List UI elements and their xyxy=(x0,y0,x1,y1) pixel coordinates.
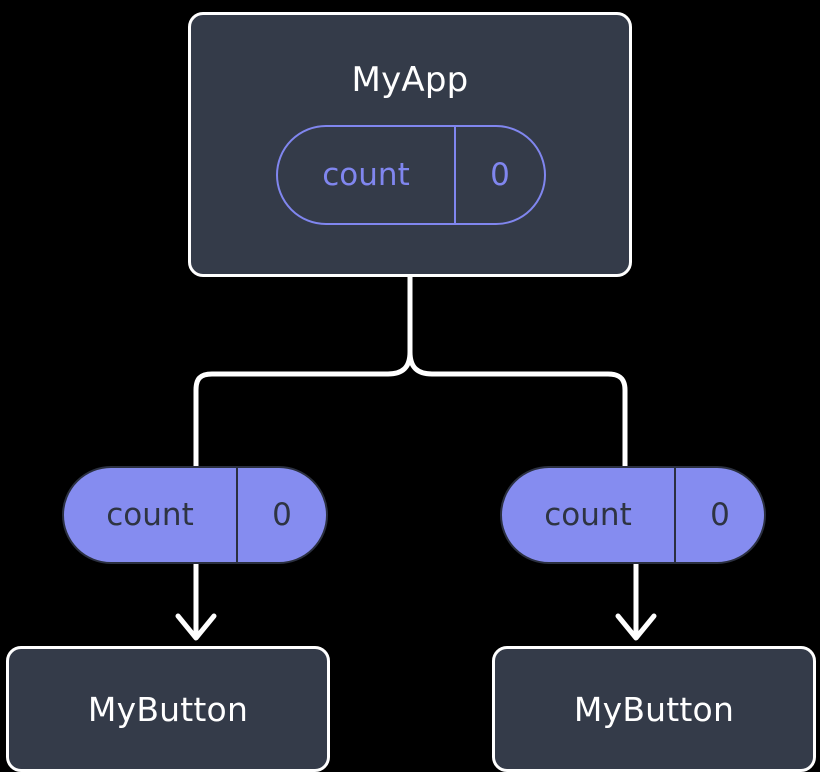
node-myapp-title: MyApp xyxy=(351,60,469,100)
state-pill-myapp-value: 0 xyxy=(454,127,544,223)
prop-pill-left-value: 0 xyxy=(236,468,326,562)
node-mybutton-left-title: MyButton xyxy=(87,689,249,729)
prop-pill-left-count[interactable]: count 0 xyxy=(62,466,328,564)
prop-pill-right-count[interactable]: count 0 xyxy=(500,466,766,564)
node-mybutton-right[interactable]: MyButton xyxy=(492,646,816,772)
arrow-left-pill-to-button xyxy=(175,564,217,641)
state-pill-myapp-count[interactable]: count 0 xyxy=(276,125,546,225)
tree-connector-root-to-branches xyxy=(193,274,628,469)
node-mybutton-right-title: MyButton xyxy=(573,689,735,729)
prop-pill-right-key: count xyxy=(544,496,632,533)
arrow-right-pill-to-button xyxy=(615,564,657,641)
prop-pill-left-key: count xyxy=(106,496,194,533)
state-pill-myapp-key: count xyxy=(322,156,410,193)
node-myapp[interactable]: MyApp xyxy=(188,12,632,277)
node-mybutton-left[interactable]: MyButton xyxy=(6,646,330,772)
prop-pill-right-value: 0 xyxy=(674,468,764,562)
